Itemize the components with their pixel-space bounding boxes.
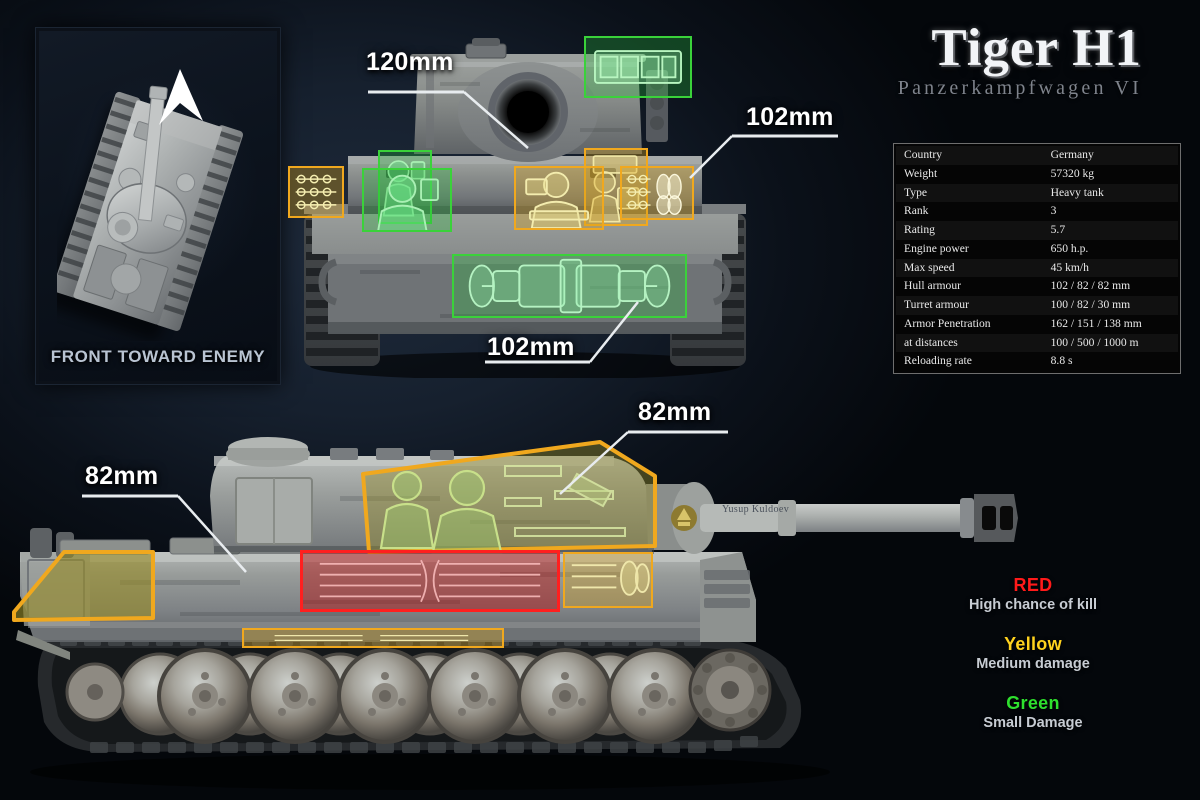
highlight-left-ammo-rack [288, 166, 344, 218]
spec-value: 5.7 [1050, 223, 1066, 237]
spec-value: Germany [1050, 148, 1094, 162]
spec-row: Engine power 650 h.p. [896, 239, 1178, 259]
highlight-right-ammo-rack [620, 166, 694, 220]
spec-row: Armor Penetration 162 / 151 / 138 mm [896, 314, 1178, 334]
tank-side-svg [16, 437, 1018, 790]
crew-xray-icon [588, 155, 640, 223]
title-main: Tiger H1 [931, 19, 1142, 77]
tank-front-view [288, 18, 760, 380]
spec-row: Max speed 45 km/h [896, 258, 1178, 278]
ammo-xray-icon [594, 50, 682, 84]
spec-value: 100 / 82 / 30 mm [1050, 298, 1131, 312]
highlight-rear-ammo-rack [563, 552, 653, 608]
spec-value: 650 h.p. [1050, 241, 1089, 255]
ammo-rack-xray-icon [295, 174, 337, 210]
annotation-102mm-upper: 102mm [746, 103, 834, 131]
spec-value: 8.8 s [1050, 354, 1073, 368]
top-down-tank-illustration [52, 71, 257, 341]
highlight-gunner-crew [584, 148, 648, 226]
spec-row: at distances 100 / 500 / 1000 m [896, 333, 1178, 353]
legend-item-description: Medium damage [976, 656, 1090, 672]
spec-key: Max speed [904, 260, 955, 274]
ammo-xray-icon [571, 560, 650, 596]
spec-value: 100 / 500 / 1000 m [1050, 335, 1139, 349]
legend-item-name: Yellow [1004, 634, 1062, 654]
spec-value: 57320 kg [1050, 166, 1095, 180]
highlight-front-glacis [8, 548, 168, 626]
spec-key: Turret armour [904, 298, 969, 312]
legend-item: RED High chance of kill [938, 575, 1128, 613]
spec-value: 45 km/h [1050, 260, 1089, 274]
legend-item-name: RED [1013, 575, 1053, 595]
watermark: Yusup Kuldoev [722, 504, 790, 515]
front-toward-enemy-inset: FRONT TOWARD ENEMY [36, 28, 280, 384]
highlight-radio-operator-crew [514, 166, 604, 230]
top-down-tank-svg [52, 85, 243, 331]
highlight-turret-roof-ammo [584, 36, 692, 98]
spec-value: 3 [1050, 204, 1057, 218]
title-subtitle: Panzerkampfwagen VI [897, 77, 1142, 99]
annotation-102mm-lower: 102mm [487, 333, 575, 361]
spec-key: Reloading rate [904, 354, 972, 368]
inset-caption: FRONT TOWARD ENEMY [50, 347, 266, 366]
spec-key: at distances [904, 335, 958, 349]
spec-key: Weight [904, 166, 938, 180]
side-road-wheels [65, 648, 772, 744]
spec-key: Armor Penetration [904, 316, 991, 330]
highlight-hull-floor-ammo [242, 628, 504, 648]
highlight-driver-crew [362, 168, 452, 233]
spec-key: Rating [904, 223, 935, 237]
ammo-rack-xray-icon [626, 173, 682, 215]
ammo-shells-xray-icon [319, 559, 541, 603]
tank-side-view [0, 400, 1030, 800]
up-arrow-icon [157, 69, 203, 125]
spec-key: Type [904, 185, 928, 199]
crew-xray-icon [525, 171, 589, 229]
spec-row: Rank 3 [896, 202, 1178, 221]
annotation-120mm: 120mm [366, 48, 454, 76]
legend-item-name: Green [1006, 693, 1060, 713]
page-title: Tiger H1 Panzerkampfwagen VI [898, 22, 1142, 100]
spec-row: Weight 57320 kg [896, 164, 1178, 184]
legend-item-description: Small Damage [983, 715, 1083, 731]
spec-row: Type Heavy tank [896, 183, 1178, 203]
spec-row: Hull armour 102 / 82 / 82 mm [896, 277, 1178, 296]
spec-key: Engine power [904, 241, 969, 255]
spec-row: Country Germany [896, 146, 1178, 165]
annotation-82mm-turret: 82mm [638, 398, 712, 426]
legend-item-description: High chance of kill [968, 597, 1098, 613]
spec-value: 162 / 151 / 138 mm [1050, 316, 1142, 330]
crew-xray-icon [379, 469, 503, 554]
highlight-ammo-rack-critical [300, 550, 560, 612]
spec-row: Rating 5.7 [896, 221, 1178, 240]
ammo-strip-xray-icon [274, 634, 469, 642]
spec-key: Rank [904, 204, 929, 218]
highlight-transmission [452, 254, 687, 318]
spec-row: Turret armour 100 / 82 / 30 mm [896, 296, 1178, 315]
crew-xray-icon [376, 174, 439, 233]
annotation-82mm-hull: 82mm [85, 462, 159, 490]
spec-row: Reloading rate 8.8 s [896, 352, 1178, 371]
spec-value: 102 / 82 / 82 mm [1050, 279, 1131, 293]
spec-value: Heavy tank [1050, 185, 1104, 199]
spec-key: Country [904, 148, 943, 162]
transmission-xray-icon [468, 258, 671, 314]
spec-key: Hull armour [904, 279, 961, 293]
highlight-turret-crew-compartment [355, 436, 725, 561]
